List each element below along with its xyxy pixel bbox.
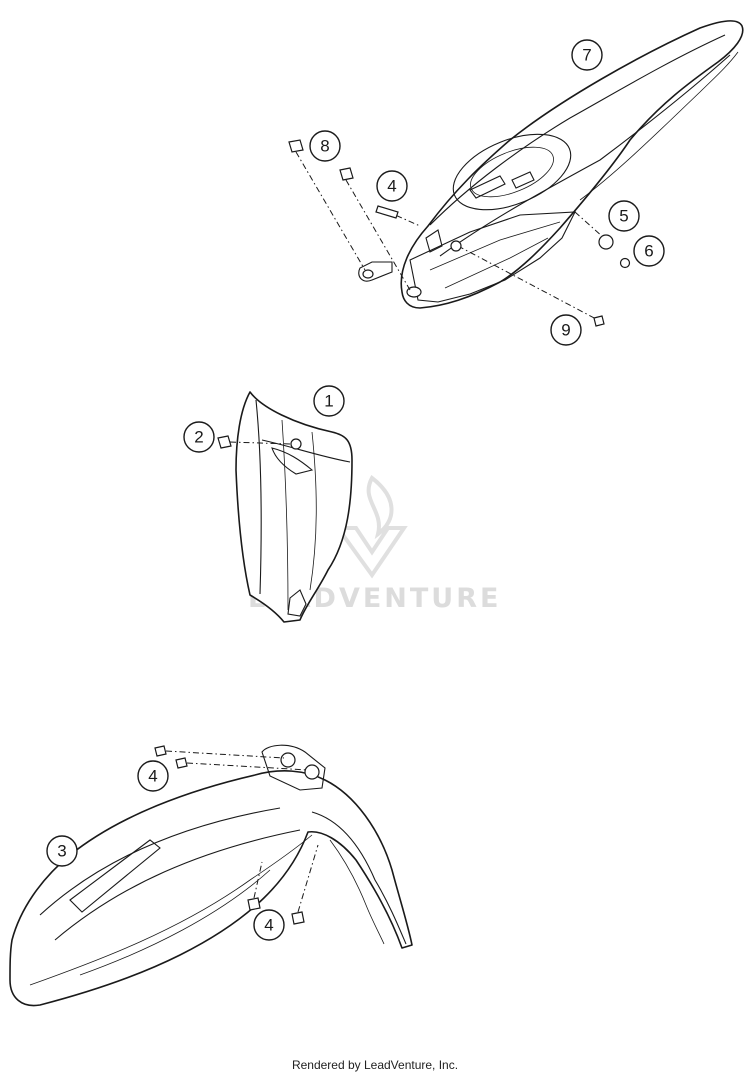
callout-7-label: 7 bbox=[582, 46, 591, 65]
front-fender-mount-block bbox=[261, 744, 326, 791]
washer-5 bbox=[598, 234, 614, 250]
rear-fender-slot-2 bbox=[511, 171, 535, 189]
rear-bracket bbox=[358, 261, 393, 282]
front-fender-stripe bbox=[69, 839, 161, 913]
front-fender-assembly bbox=[9, 744, 413, 1007]
front-fender-mount-hole-2 bbox=[304, 764, 320, 780]
number-plate-top-lip bbox=[261, 439, 351, 463]
callout-4-front-bottom-label: 4 bbox=[264, 916, 273, 935]
bolt-2-leader bbox=[229, 441, 291, 445]
front-fender-rear-crease bbox=[329, 839, 385, 945]
bolt-2 bbox=[217, 435, 232, 449]
front-fender-inner-line bbox=[29, 834, 313, 986]
callout-4-front-top[interactable]: 4 bbox=[137, 760, 169, 792]
number-plate-bolt-hole bbox=[290, 438, 302, 450]
rear-fender-side-line bbox=[439, 54, 731, 257]
callout-4-front-bottom[interactable]: 4 bbox=[253, 909, 285, 941]
rear-fender-top-line bbox=[429, 34, 726, 226]
bolt-4-lower-2-leader bbox=[297, 844, 319, 913]
front-fender-lower-line bbox=[79, 869, 271, 976]
bolt-4-lower-2 bbox=[291, 911, 305, 925]
callout-8[interactable]: 8 bbox=[309, 130, 341, 162]
number-plate bbox=[235, 391, 353, 623]
rear-fender-mount-hole bbox=[406, 286, 422, 298]
rear-fender-assembly bbox=[358, 20, 744, 309]
nut-5-leader bbox=[574, 211, 605, 239]
rear-fender-edge-line bbox=[579, 51, 739, 201]
number-plate-window bbox=[271, 447, 314, 475]
callout-3[interactable]: 3 bbox=[46, 835, 78, 867]
callout-4-rear[interactable]: 4 bbox=[376, 170, 408, 202]
callout-3-label: 3 bbox=[57, 842, 66, 861]
watermark-flame-icon bbox=[334, 474, 408, 579]
rear-fender-lower-housing bbox=[409, 211, 576, 303]
callout-4-front-top-label: 4 bbox=[148, 767, 157, 786]
callout-6[interactable]: 6 bbox=[633, 235, 665, 267]
callout-1-label: 1 bbox=[324, 392, 333, 411]
callout-2[interactable]: 2 bbox=[183, 421, 215, 453]
bolt-4-rear bbox=[375, 205, 399, 219]
bolt-9-washer bbox=[450, 240, 462, 252]
rear-fender-rib-2 bbox=[444, 237, 549, 289]
number-plate-assembly bbox=[235, 391, 353, 623]
callout-4-rear-label: 4 bbox=[387, 177, 396, 196]
rear-hardware bbox=[288, 139, 631, 327]
bolt-9-leader bbox=[457, 245, 599, 321]
bolt-8 bbox=[288, 139, 304, 153]
front-fender-ridge-2 bbox=[54, 829, 301, 941]
number-plate-inner-edge bbox=[255, 399, 262, 595]
rear-fender bbox=[400, 20, 744, 309]
rear-fender-arrow-mark bbox=[425, 229, 443, 253]
number-plate-crease-2 bbox=[309, 431, 317, 591]
bolt-8-leader bbox=[295, 151, 366, 271]
bolt-8b bbox=[339, 167, 354, 181]
footer-credit: Rendered by LeadVenture, Inc. bbox=[291, 1058, 459, 1072]
number-plate-tab bbox=[287, 589, 307, 617]
front-fender bbox=[9, 770, 413, 1007]
front-fender-rear-edge bbox=[311, 811, 407, 945]
nut-6 bbox=[619, 257, 631, 269]
callout-2-label: 2 bbox=[194, 428, 203, 447]
bolt-9-head bbox=[593, 315, 605, 327]
callout-9[interactable]: 9 bbox=[550, 314, 582, 346]
callout-5-label: 5 bbox=[619, 207, 628, 226]
bolt-8b-leader bbox=[345, 179, 411, 291]
rear-fender-rib-1 bbox=[429, 221, 561, 271]
front-fender-mount-hole-1 bbox=[280, 752, 296, 768]
bolt-4-top-2 bbox=[175, 757, 188, 769]
callout-5[interactable]: 5 bbox=[608, 200, 640, 232]
bolt-4-lower-1-leader bbox=[253, 861, 263, 899]
bolt-4-leader bbox=[383, 209, 421, 227]
front-fender-ridge-1 bbox=[39, 807, 281, 916]
bolt-4-top-1 bbox=[154, 745, 167, 757]
rear-fender-recess-inner bbox=[470, 146, 554, 198]
bolt-4-top-1-leader bbox=[165, 750, 285, 759]
callout-6-label: 6 bbox=[644, 242, 653, 261]
front-fender-hardware bbox=[154, 745, 319, 925]
callout-7[interactable]: 7 bbox=[571, 39, 603, 71]
callout-1[interactable]: 1 bbox=[313, 385, 345, 417]
callout-8-label: 8 bbox=[320, 137, 329, 156]
number-plate-crease-1 bbox=[281, 419, 289, 611]
bolt-4-lower-1 bbox=[247, 897, 261, 911]
rear-bracket-hole bbox=[362, 269, 374, 279]
number-plate-hardware bbox=[217, 435, 291, 449]
rear-fender-recess bbox=[452, 133, 572, 211]
callout-9-label: 9 bbox=[561, 321, 570, 340]
rear-fender-slot-1 bbox=[469, 175, 506, 199]
